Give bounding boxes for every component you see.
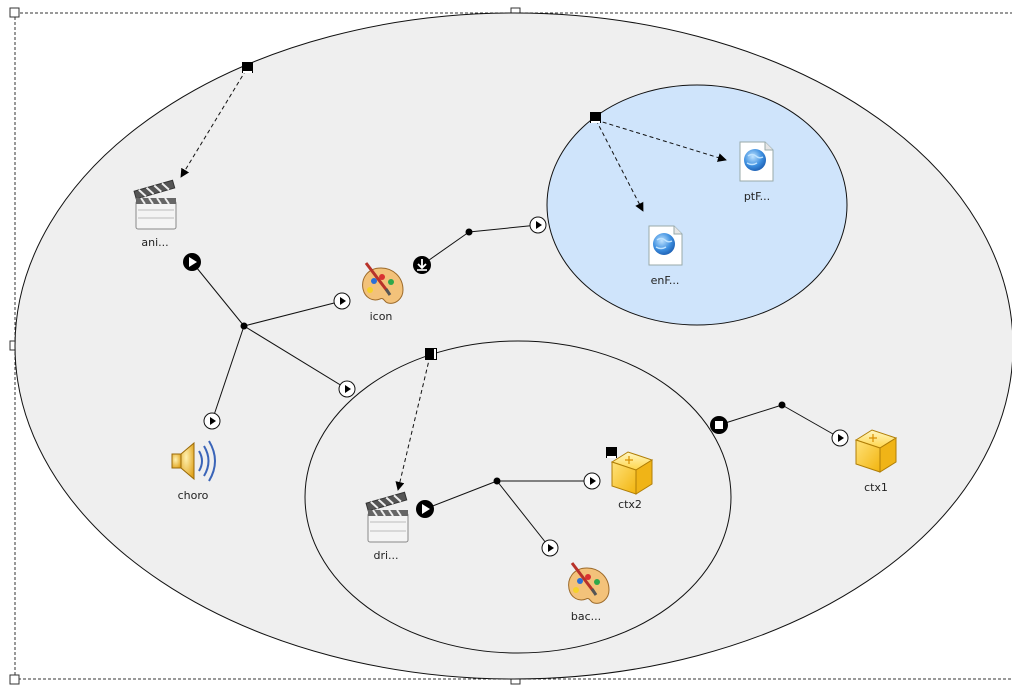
link-ctx-to-mid bbox=[718, 404, 783, 426]
node-dri[interactable]: dri... bbox=[365, 491, 409, 562]
inner-scope-grey[interactable] bbox=[304, 340, 732, 654]
context-marker[interactable] bbox=[590, 112, 601, 123]
resize-handle-bottom-left[interactable] bbox=[9, 674, 20, 685]
link-icon-to-mid bbox=[421, 231, 470, 266]
node-icon[interactable]: icon bbox=[362, 262, 404, 323]
node-label-ctx1: ctx1 bbox=[864, 481, 888, 494]
link-hub-to-icon bbox=[243, 300, 343, 327]
paint-palette-icon bbox=[362, 262, 404, 304]
download-start-badge[interactable] bbox=[413, 256, 431, 274]
link-hub-dot[interactable] bbox=[240, 322, 248, 330]
globe-document-icon bbox=[739, 141, 774, 182]
resize-handle-top-left[interactable] bbox=[9, 7, 20, 18]
link-hub-to-dri bbox=[243, 325, 348, 390]
context-arrow-to-dri bbox=[395, 355, 431, 491]
play-end-badge[interactable] bbox=[338, 380, 356, 398]
play-end-badge[interactable] bbox=[583, 472, 601, 490]
link-dri-to-hub2 bbox=[424, 480, 498, 510]
link-hub-dot[interactable] bbox=[493, 477, 501, 485]
node-ctx2[interactable]: ctx2 bbox=[610, 451, 654, 511]
node-label-ptf: ptF... bbox=[744, 190, 770, 203]
play-end-badge[interactable] bbox=[333, 292, 351, 310]
node-label-dri: dri... bbox=[373, 549, 398, 562]
clapperboard-icon bbox=[365, 491, 409, 543]
node-label-bac: bac... bbox=[571, 610, 601, 623]
clapperboard-icon bbox=[133, 179, 177, 230]
play-start-badge[interactable] bbox=[183, 253, 201, 271]
inner-scope-blue[interactable] bbox=[546, 84, 848, 326]
context-marker[interactable] bbox=[425, 348, 437, 360]
node-ctx1[interactable]: ctx1 bbox=[854, 429, 898, 494]
link-hub-to-choro bbox=[211, 325, 245, 422]
link-ani-to-hub bbox=[191, 261, 245, 327]
play-end-badge[interactable] bbox=[203, 412, 221, 430]
play-end-badge[interactable] bbox=[541, 539, 559, 557]
play-end-badge[interactable] bbox=[529, 216, 547, 234]
play-start-badge[interactable] bbox=[416, 500, 434, 518]
node-ani[interactable]: ani... bbox=[133, 179, 177, 249]
context-marker[interactable] bbox=[242, 62, 253, 73]
node-label-enf: enF... bbox=[651, 274, 680, 287]
yellow-box-icon bbox=[854, 429, 898, 473]
link-hub-dot[interactable] bbox=[778, 401, 786, 409]
play-end-badge[interactable] bbox=[831, 429, 849, 447]
globe-document-icon bbox=[648, 225, 683, 266]
speaker-icon bbox=[171, 440, 216, 482]
node-bac[interactable]: bac... bbox=[568, 562, 610, 623]
link-hub2-to-bac bbox=[496, 480, 551, 549]
link-hub-dot[interactable] bbox=[465, 228, 473, 236]
node-label-ani: ani... bbox=[141, 236, 168, 249]
yellow-box-icon bbox=[610, 451, 654, 495]
node-ptf[interactable]: ptF... bbox=[739, 141, 774, 203]
node-label-icon: icon bbox=[370, 310, 393, 323]
link-mid-to-ctx1 bbox=[781, 404, 841, 439]
node-label-ctx2: ctx2 bbox=[618, 498, 642, 511]
stop-start-badge[interactable] bbox=[710, 416, 728, 434]
node-choro[interactable]: choro bbox=[171, 440, 216, 502]
context-arrow-to-ptf bbox=[595, 119, 727, 162]
node-enf[interactable]: enF... bbox=[648, 225, 683, 287]
paint-palette-icon bbox=[568, 562, 610, 604]
context-arrow-to-enf bbox=[595, 119, 644, 212]
node-label-choro: choro bbox=[178, 489, 209, 502]
link-mid-to-enf bbox=[468, 224, 539, 233]
context-marker[interactable] bbox=[606, 447, 617, 458]
